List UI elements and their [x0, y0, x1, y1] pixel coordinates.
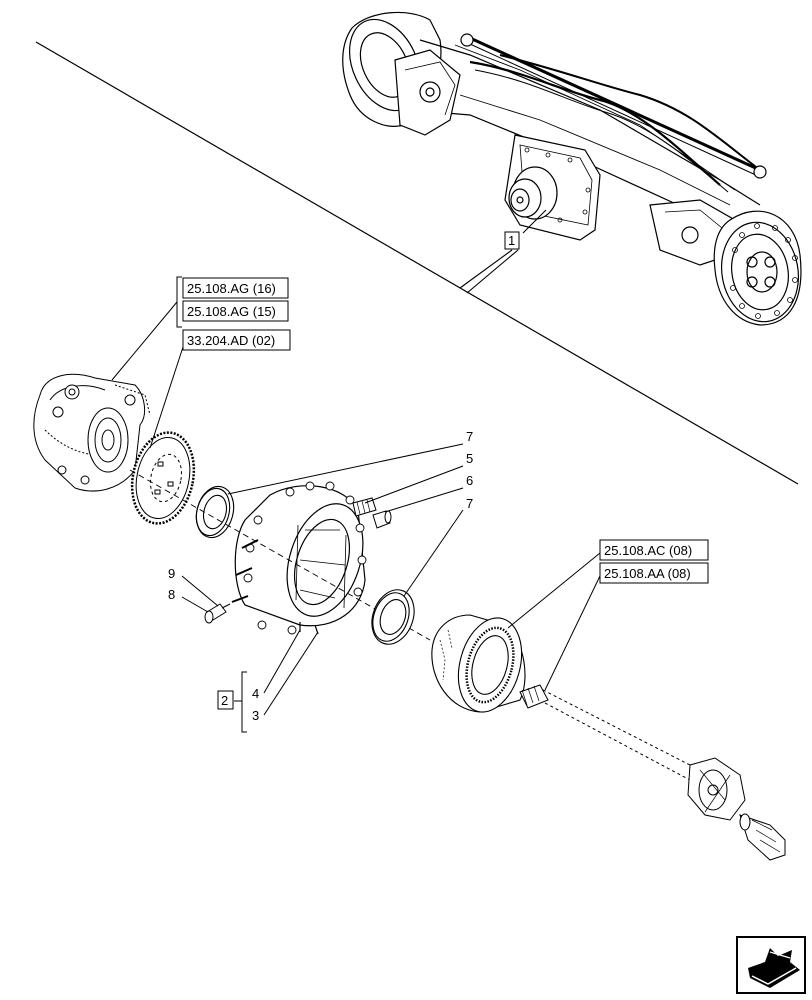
assembly-axis — [129, 469, 431, 641]
callout-7-top: 7 — [466, 429, 473, 444]
stud-5 — [352, 497, 377, 517]
callout-7-right: 7 — [466, 496, 473, 511]
section-divider-line — [35, 41, 799, 485]
bolt-8-9 — [204, 603, 231, 624]
callout-3: 3 — [252, 708, 259, 723]
callout-5: 5 — [466, 451, 473, 466]
ref-text-ag16: 25.108.AG (16) — [187, 281, 276, 296]
leader-lines — [111, 276, 601, 733]
final-drive-housing — [33, 373, 151, 492]
ref-text-ac08: 25.108.AC (08) — [604, 543, 692, 558]
callout-4: 4 — [252, 686, 259, 701]
axle-shaft — [519, 684, 786, 861]
ring-gear — [431, 614, 526, 713]
callout-8: 8 — [168, 587, 175, 602]
ref-label-ag16: 25.108.AG (16) — [182, 277, 289, 299]
ref-label-ag15: 25.108.AG (15) — [182, 300, 289, 322]
ref-label-ad02: 33.204.AD (02) — [182, 329, 291, 351]
seal-7-left — [195, 485, 235, 539]
seal-7-right — [371, 589, 415, 645]
callout-9: 9 — [168, 566, 175, 581]
callout-6: 6 — [466, 473, 473, 488]
next-page-arrow-icon[interactable] — [736, 936, 806, 994]
axle-assembly — [342, 11, 802, 326]
callout-2: 2 — [221, 693, 228, 708]
ref-label-aa08: 25.108.AA (08) — [599, 562, 709, 584]
callout-1: 1 — [508, 233, 515, 248]
ref-text-aa08: 25.108.AA (08) — [604, 566, 691, 581]
callout-1-leader — [459, 209, 547, 294]
callout-box-1: 1 — [504, 231, 520, 250]
pin-6 — [372, 510, 392, 529]
ref-label-ac08: 25.108.AC (08) — [599, 539, 709, 561]
ref-text-ad02: 33.204.AD (02) — [187, 333, 275, 348]
hub-housing-cover — [231, 481, 367, 635]
callout-box-2: 2 — [217, 690, 234, 710]
gear-ring-disc — [130, 431, 196, 525]
ref-text-ag15: 25.108.AG (15) — [187, 304, 276, 319]
